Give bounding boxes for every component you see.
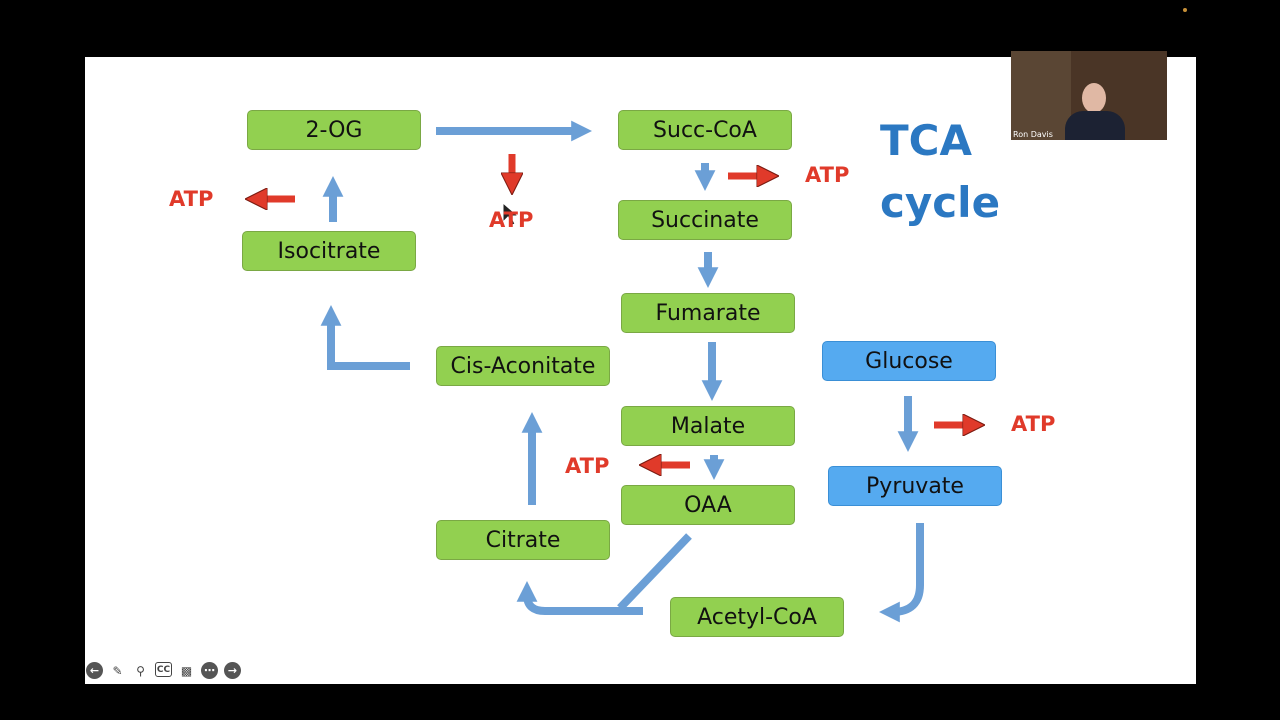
atp-label-2og: ATP (489, 208, 534, 232)
node-isocitrate: Isocitrate (242, 231, 416, 271)
node-2og: 2-OG (247, 110, 421, 150)
node-pyruvate: Pyruvate (828, 466, 1002, 506)
node-succinate: Succinate (618, 200, 792, 240)
atp-label-glucose: ATP (1011, 412, 1056, 436)
bookshelf (1011, 51, 1071, 140)
arrow-oaa-acetylcoa-to-citrate (516, 581, 643, 615)
presentation-toolbar: ← ✎ ⚲ CC ▩ ⋯ → (86, 662, 241, 679)
status-dot (1183, 8, 1187, 12)
speaker-head (1082, 83, 1106, 113)
atp-label-malate: ATP (565, 454, 610, 478)
node-malate: Malate (621, 406, 795, 446)
node-citrate: Citrate (436, 520, 610, 560)
ellipsis-icon[interactable]: ⋯ (201, 662, 218, 679)
arrow-pyruvate-to-acetylcoa (879, 523, 924, 623)
node-acetyl-coa: Acetyl-CoA (670, 597, 844, 637)
arrow-oaa-merge (617, 533, 692, 611)
arrow-cisaconitate-to-isocitrate (320, 305, 410, 370)
magnifier-icon[interactable]: ⚲ (136, 663, 145, 678)
node-glucose: Glucose (822, 341, 996, 381)
mouse-cursor-icon (502, 201, 520, 226)
atp-label-succ-coa: ATP (805, 163, 850, 187)
video-camera-icon[interactable]: ▩ (180, 663, 193, 678)
title-line-2: cycle (880, 178, 1001, 227)
title-line-1: TCA (880, 116, 972, 165)
speaker-name: Ron Davis (1013, 130, 1053, 139)
pencil-icon[interactable]: ✎ (112, 663, 123, 678)
node-oaa: OAA (621, 485, 795, 525)
cc-button[interactable]: CC (155, 662, 172, 677)
atp-label-isocitrate: ATP (169, 187, 214, 211)
node-cis-aconitate: Cis-Aconitate (436, 346, 610, 386)
arrow-right-icon[interactable]: → (224, 662, 241, 679)
node-succ-coa: Succ-CoA (618, 110, 792, 150)
webcam-video: Ron Davis (1011, 51, 1167, 140)
arrow-left-icon[interactable]: ← (86, 662, 103, 679)
diagram-title: TCA cycle (880, 110, 1000, 234)
slide (85, 57, 1196, 684)
node-fumarate: Fumarate (621, 293, 795, 333)
speaker-body (1065, 111, 1125, 140)
